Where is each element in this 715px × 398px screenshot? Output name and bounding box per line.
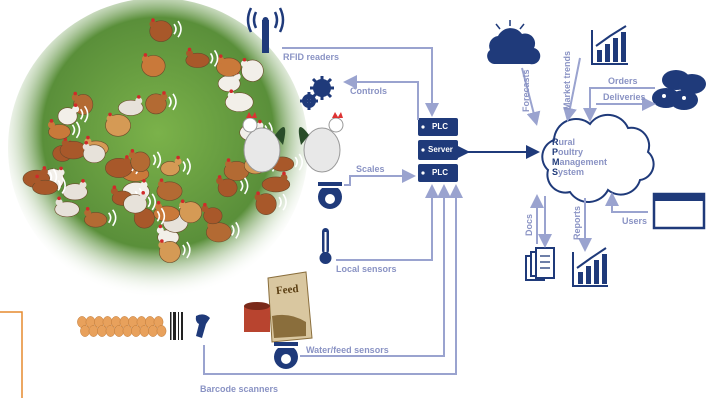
server-label-plc-bottom: PLC [432,168,448,177]
label-docs: Docs [524,213,534,236]
label-rfid-readers: RFID readers [283,52,340,62]
feed-bag-icon [244,271,313,343]
chicken [105,112,131,137]
chart-icon [591,25,628,65]
egg [114,325,124,337]
connector-arrows [203,47,656,375]
label-controls: Controls [350,86,387,96]
label-barcode-scanners: Barcode scanners [200,384,279,394]
gears-icon [300,76,334,110]
chicken [149,18,182,42]
chicken [47,119,81,140]
chicken [59,137,87,160]
chicken [160,155,191,176]
chicken [225,89,254,113]
rpms-label: Rural Poultry Management System [552,137,608,177]
label-forecasts: Forecasts [521,69,531,112]
rooster-icon [242,112,344,173]
chicken [216,54,242,77]
label-water-feed-sensors: Water/feed sensors [306,345,389,355]
server-label-server: Server [428,145,453,154]
chicken [54,196,80,218]
cows-icon [652,70,706,110]
egg [80,325,90,337]
chicken [261,171,291,193]
chicken [216,175,249,198]
server-label-plc-top: PLC [432,122,448,131]
reports-chart-icon [572,247,608,287]
rpms-cloud [541,113,655,203]
label-scales: Scales [356,164,385,174]
label-market-trends: Market trends [562,50,572,110]
chicken [118,95,144,116]
egg [105,325,116,337]
chicken [57,103,89,126]
chicken [223,158,250,181]
egg [97,325,107,337]
label-orders: Orders [608,76,638,86]
chicken [84,206,117,228]
egg [156,325,167,337]
chicken [185,47,219,68]
chicken [82,141,106,164]
chicken [254,191,287,215]
chicken [201,202,223,225]
scale-icon [318,182,342,209]
thermometer-icon [319,228,332,264]
chicken [141,53,166,77]
chicken-flock-image [8,0,308,298]
egg [139,325,150,337]
feed-bag-text: Feed [275,282,300,298]
chicken [145,91,177,115]
chicken [158,239,191,263]
chicken [179,199,203,224]
label-users: Users [622,216,648,226]
barcode-scanner-icon [170,312,210,340]
orange-frame [0,311,23,398]
egg [88,325,99,337]
scale-icon-bottom [274,342,298,369]
server-rack-icon [418,118,458,182]
documents-icon [525,247,555,281]
chicken [123,191,156,214]
rfid-antenna-icon [246,7,285,53]
chicken [240,57,264,82]
browser-window-icon [652,192,706,230]
label-local-sensors: Local sensors [336,264,397,274]
label-reports: Reports [572,205,582,240]
egg [148,325,158,337]
egg [131,325,141,337]
cloud-icon [487,20,541,65]
eggs-row [77,316,167,337]
chicken [32,174,66,195]
egg [122,325,133,337]
label-deliveries: Deliveries [603,92,646,102]
chicken [156,178,183,201]
chicken [128,149,162,173]
